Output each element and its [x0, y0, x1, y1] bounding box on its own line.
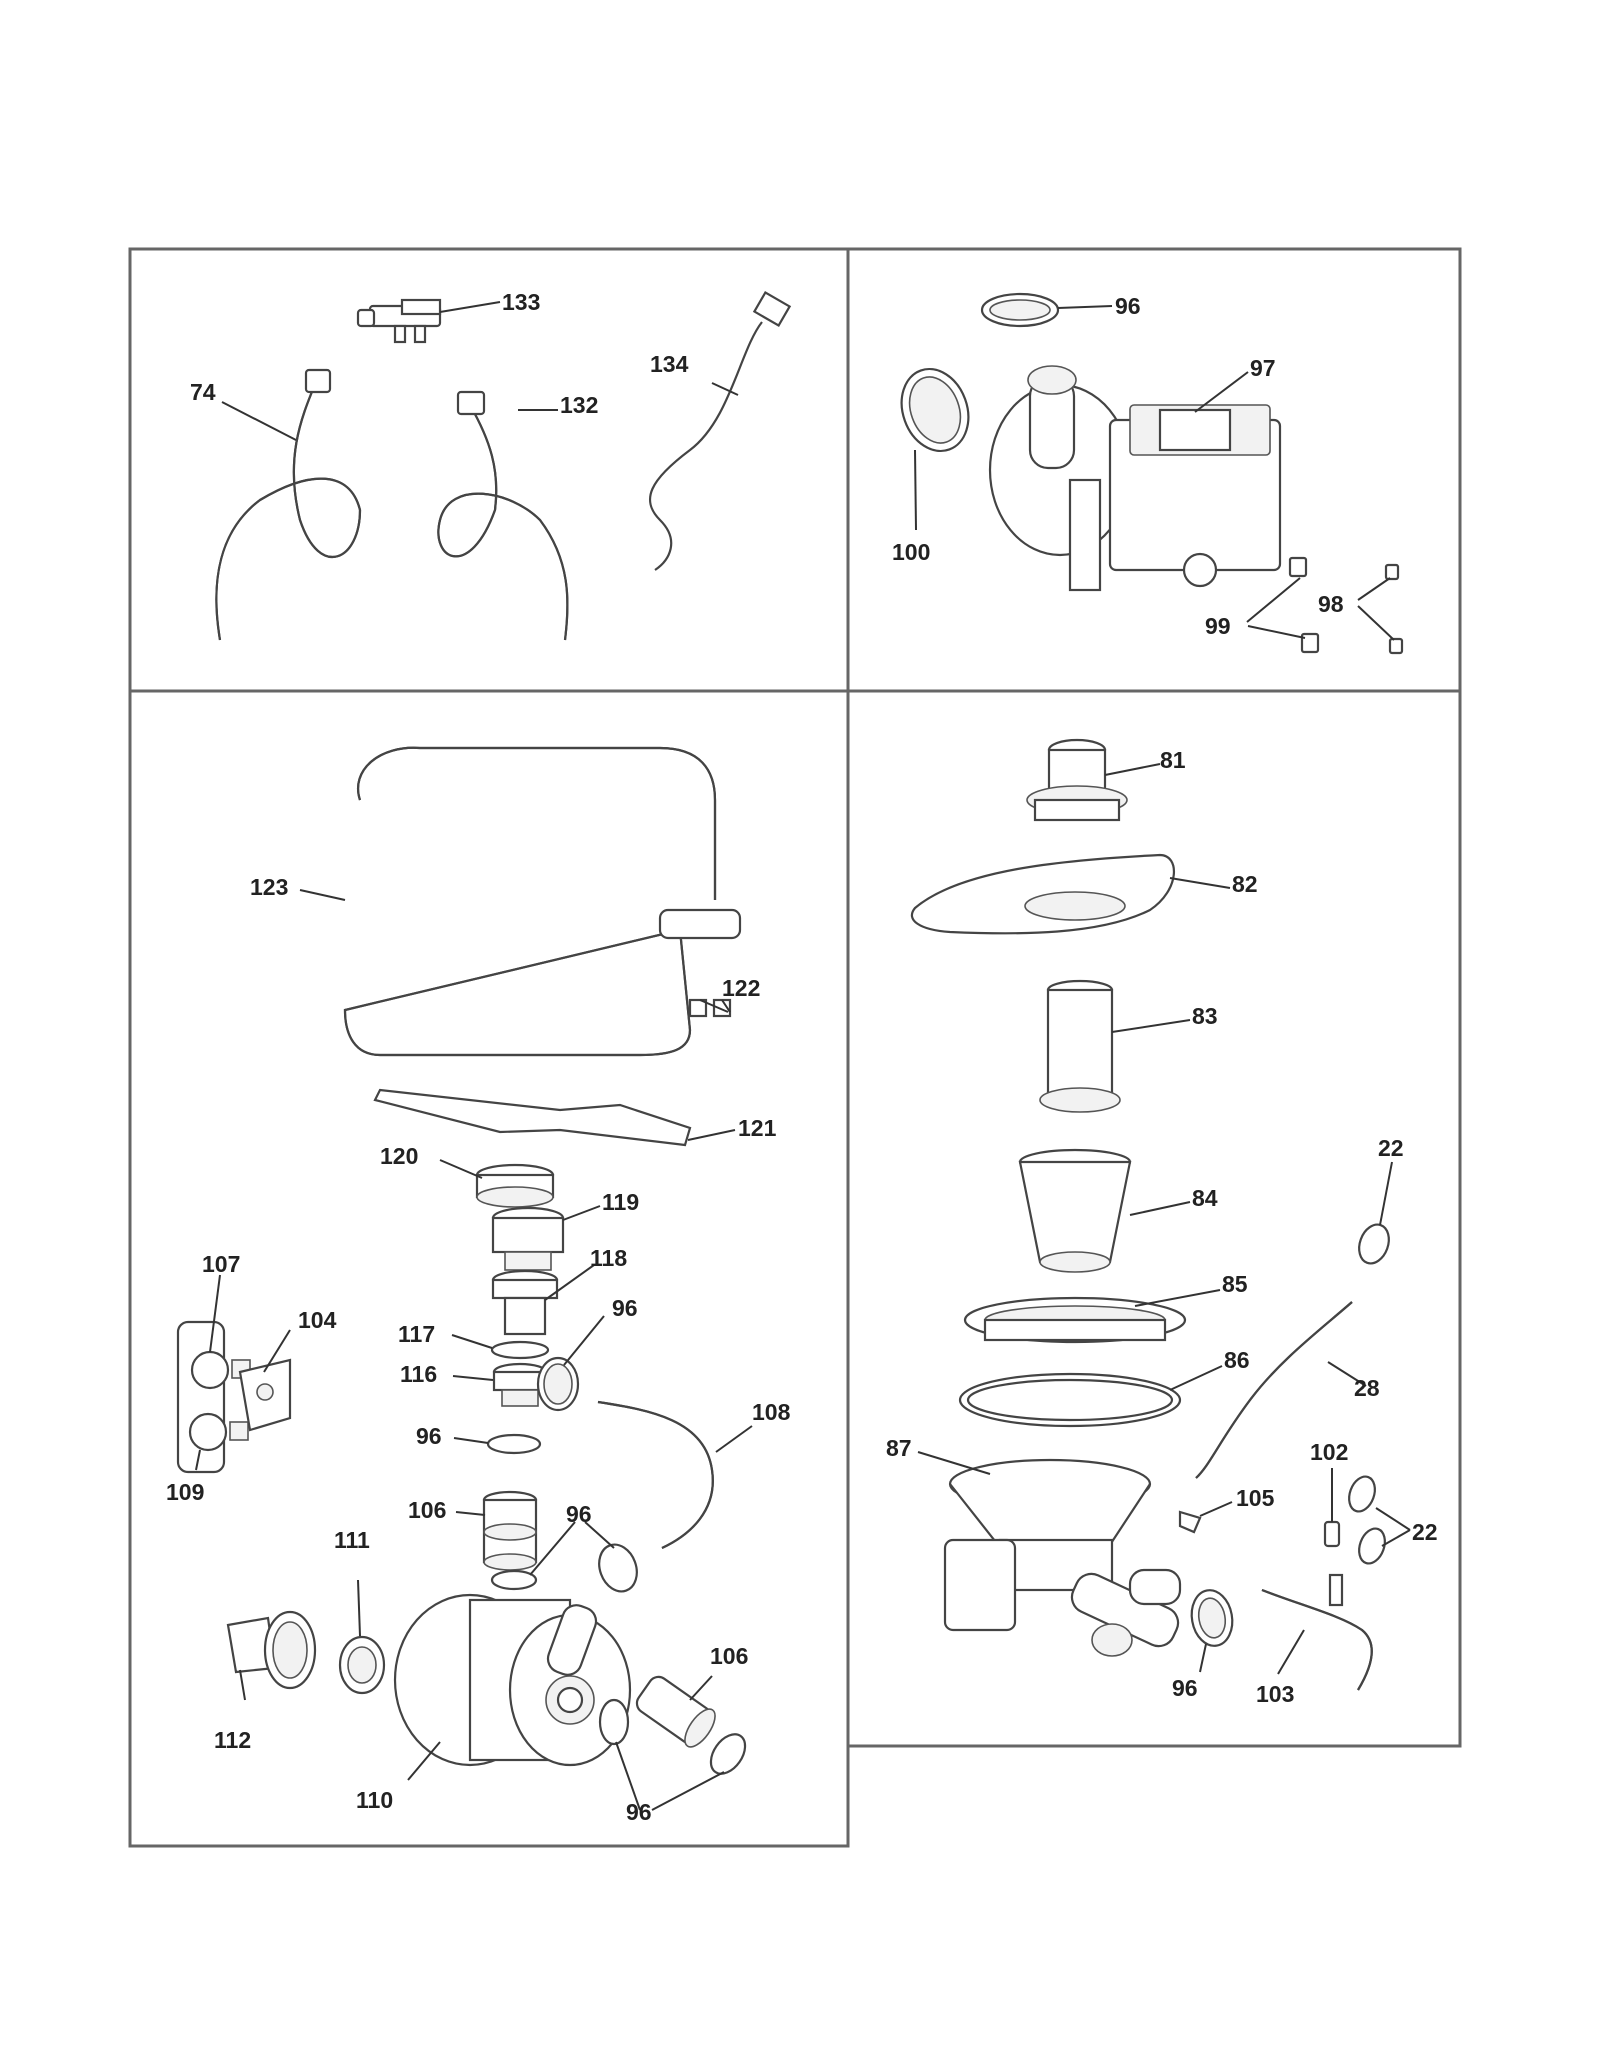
label-104: 104	[298, 1307, 337, 1333]
label-98: 98	[1318, 591, 1344, 617]
label-107: 107	[202, 1251, 240, 1277]
panel-inlet-hoses	[128, 247, 850, 693]
label-85: 85	[1222, 1271, 1248, 1297]
label-120: 120	[380, 1143, 418, 1169]
clamp-96-top	[980, 292, 1060, 328]
clamps-22-right	[1348, 1475, 1386, 1565]
ring-117	[490, 1340, 550, 1360]
label-22-right: 22	[1412, 1519, 1438, 1545]
label-99: 99	[1205, 613, 1231, 639]
hose-108	[597, 1400, 714, 1549]
clamp-96-left6	[709, 1733, 747, 1775]
label-100: 100	[892, 539, 930, 565]
label-117: 117	[398, 1321, 435, 1347]
label-103: 103	[1256, 1681, 1294, 1707]
label-133: 133	[502, 289, 540, 315]
part-102	[1323, 1520, 1341, 1548]
inlet-valve-107-109	[176, 1320, 251, 1474]
label-123: 123	[250, 874, 288, 900]
clamp-22-top	[1358, 1223, 1390, 1265]
hose-28	[1195, 1301, 1353, 1479]
label-132: 132	[560, 392, 598, 418]
label-110: 110	[356, 1787, 393, 1813]
nut-120	[475, 1163, 555, 1208]
label-28: 28	[1354, 1375, 1380, 1401]
panel-sump-filter	[846, 689, 1462, 1748]
hub-119	[491, 1206, 565, 1271]
spray-arm-121	[373, 1088, 692, 1147]
label-108: 108	[752, 1399, 791, 1425]
label-96-top: 96	[1115, 293, 1141, 319]
label-109: 109	[166, 1479, 204, 1505]
clamp-96-right	[1190, 1589, 1234, 1647]
bracket-112	[226, 1610, 317, 1690]
inlet-hose-132	[437, 390, 569, 641]
label-116: 116	[400, 1361, 437, 1387]
screws-99	[1288, 556, 1320, 654]
screws-98	[1384, 563, 1404, 655]
label-84: 84	[1192, 1185, 1218, 1211]
gasket-86	[958, 1372, 1182, 1428]
label-87: 87	[886, 1435, 912, 1461]
fine-filter-81	[1026, 738, 1128, 822]
label-112: 112	[214, 1727, 251, 1753]
label-74: 74	[190, 379, 216, 405]
label-86: 86	[1224, 1347, 1250, 1373]
label-96-d: 96	[626, 1799, 652, 1825]
drain-hose-103	[1261, 1573, 1373, 1691]
impeller-111	[338, 1635, 386, 1695]
clip-105	[1178, 1510, 1202, 1534]
wire-harness-134	[648, 290, 792, 571]
label-82: 82	[1232, 871, 1258, 897]
bracket-104	[238, 1358, 292, 1432]
clamp-96-left1	[536, 1356, 580, 1412]
label-119: 119	[602, 1189, 639, 1215]
label-22-top: 22	[1378, 1135, 1404, 1161]
label-121: 121	[738, 1115, 777, 1141]
sump-87	[943, 1458, 1182, 1657]
label-96-a: 96	[612, 1295, 638, 1321]
label-118: 118	[590, 1245, 627, 1271]
drain-pump-97	[988, 365, 1282, 592]
label-122: 122	[722, 975, 760, 1001]
clamp-96-left3	[490, 1569, 538, 1591]
label-83: 83	[1192, 1003, 1218, 1029]
clamp-96-left2	[486, 1433, 542, 1455]
label-96-b: 96	[416, 1423, 442, 1449]
clamp-96-left4	[598, 1543, 638, 1593]
pipe-118	[491, 1269, 559, 1336]
label-102: 102	[1310, 1439, 1348, 1465]
label-106-b: 106	[710, 1643, 748, 1669]
sump-collar-85	[963, 1296, 1187, 1344]
coupling-106-right	[635, 1675, 716, 1748]
clamp-96-left5	[598, 1698, 630, 1746]
label-106-a: 106	[408, 1497, 446, 1523]
label-97: 97	[1250, 355, 1276, 381]
clamp-100	[900, 367, 970, 453]
label-96-right: 96	[1172, 1675, 1198, 1701]
label-134: 134	[650, 351, 689, 377]
label-105: 105	[1236, 1485, 1275, 1511]
inlet-connector-133	[356, 298, 442, 344]
label-81: 81	[1160, 747, 1186, 773]
filter-plate-82	[910, 853, 1175, 935]
inlet-hose-74	[215, 368, 362, 641]
label-111: 111	[334, 1527, 370, 1553]
cylindrical-filter-83	[1039, 979, 1121, 1113]
circulation-pump-110	[393, 1593, 632, 1767]
coupling-106-left	[482, 1490, 538, 1571]
heater-123	[343, 746, 742, 1057]
coarse-filter-84	[1018, 1148, 1132, 1273]
label-96-c: 96	[566, 1501, 592, 1527]
